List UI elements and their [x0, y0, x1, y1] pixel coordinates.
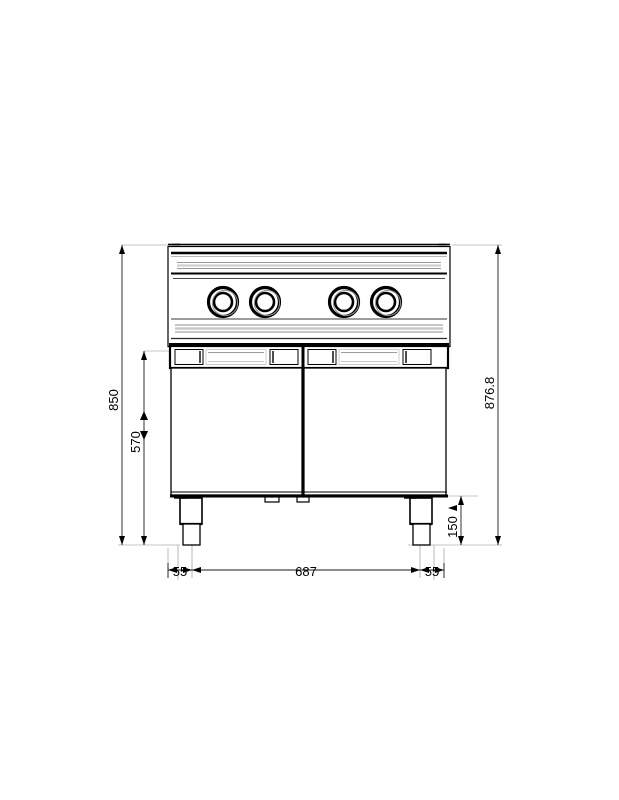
dim-label-687: 687 — [295, 564, 317, 579]
dim-label-876-8: 876.8 — [482, 377, 497, 410]
door-handle-band — [168, 344, 450, 370]
dim-label-570: 570 — [128, 431, 143, 453]
dim-label-55-left: 55 — [173, 564, 187, 579]
burner-ring[interactable] — [369, 285, 403, 319]
burner-rings — [206, 285, 403, 319]
adjustable-leg — [174, 496, 203, 546]
dimension-arrowheads — [119, 245, 501, 573]
latch-detail — [264, 496, 280, 503]
latch-detail — [296, 496, 310, 503]
cabinet-body — [170, 367, 448, 503]
dim-label-850: 850 — [106, 389, 121, 411]
dim-label-55-right: 55 — [425, 564, 439, 579]
cabinet-door[interactable] — [170, 367, 304, 496]
burner-ring[interactable] — [248, 285, 282, 319]
legs — [174, 496, 433, 546]
dim-label-150: 150 — [445, 516, 460, 538]
cabinet-door[interactable] — [302, 367, 447, 496]
burner-ring[interactable] — [206, 285, 240, 319]
burner-ring[interactable] — [327, 285, 361, 319]
adjustable-leg — [404, 496, 433, 546]
